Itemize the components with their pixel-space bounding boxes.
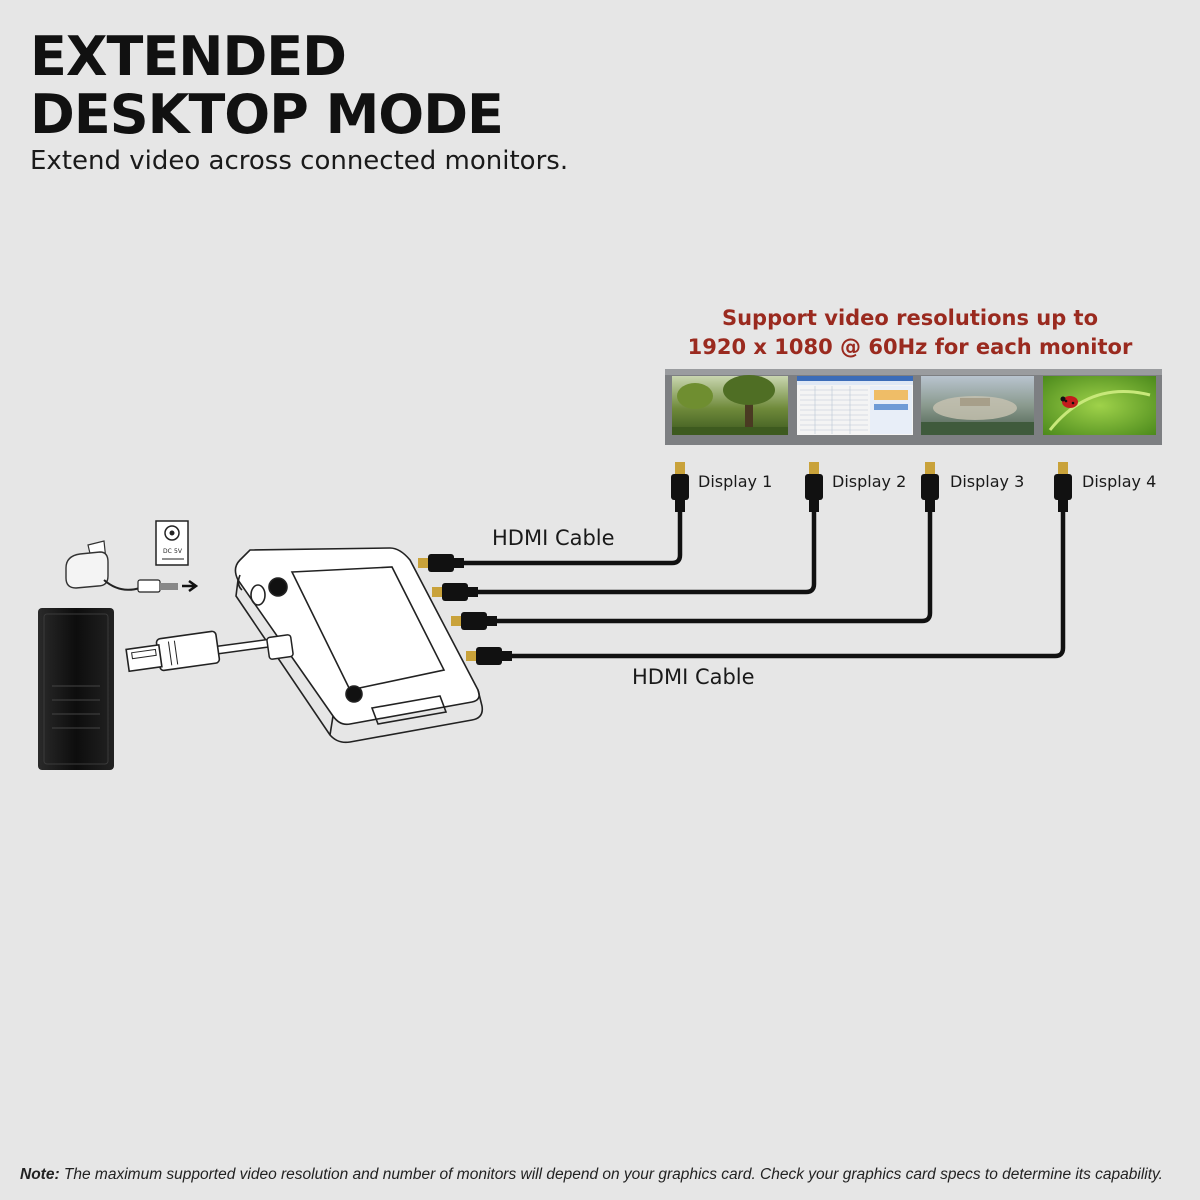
hdmi-plug-icon [921,462,939,512]
footnote: Note: The maximum supported video resolu… [20,1166,1190,1184]
hdmi-cable-3 [487,507,933,624]
usb-plug-icon [125,630,294,673]
desktop-tower-icon [38,608,114,770]
power-adapter-icon [65,540,199,593]
hdmi-plug-icon [451,612,497,630]
dc-power-jack-icon: DC 5V [155,520,189,566]
hdmi-cable-label-top: HDMI Cable [492,526,615,550]
resolution-callout: Support video resolutions up to 1920 x 1… [640,304,1180,362]
hdmi-cable-1 [452,507,683,566]
title-line-2: DESKTOP MODE [30,83,504,146]
display-4-label: Display 4 [1082,472,1157,491]
title-line-1: EXTENDED [30,25,347,88]
display-3-label: Display 3 [950,472,1025,491]
hdmi-plug-icon [432,583,478,601]
resolution-callout-line-1: Support video resolutions up to [721,306,1099,330]
adapter-box [234,547,484,744]
hdmi-cable-4 [504,507,1066,659]
adapter-plugs [418,554,512,665]
hdmi-cables [452,507,1066,659]
display-plugs [671,462,1072,512]
hdmi-cable-label-bottom: HDMI Cable [632,665,755,689]
footnote-prefix: Note: [20,1166,60,1183]
hdmi-plug-icon [805,462,823,512]
monitor-1 [672,375,788,435]
hdmi-plug-icon [418,554,464,572]
hdmi-plug-icon [1054,462,1072,512]
display-2-label: Display 2 [832,472,907,491]
footnote-text: The maximum supported video resolution a… [59,1166,1163,1183]
monitor-2 [797,376,913,435]
dc-label: DC [163,548,172,555]
resolution-callout-line-2: 1920 x 1080 @ 60Hz for each monitor [687,335,1133,359]
display-1-label: Display 1 [698,472,773,491]
voltage-label: 5V [174,548,183,555]
monitor-3 [921,376,1034,435]
hdmi-plug-icon [466,647,512,665]
monitor-array [665,369,1162,445]
hdmi-cable-2 [467,507,817,595]
page-title: EXTENDED DESKTOP MODE [30,25,504,146]
monitor-4-screen-ladybug [1043,376,1156,435]
monitor-4 [1043,376,1156,435]
page-subtitle: Extend video across connected monitors. [30,146,569,176]
hdmi-plug-icon [671,462,689,512]
